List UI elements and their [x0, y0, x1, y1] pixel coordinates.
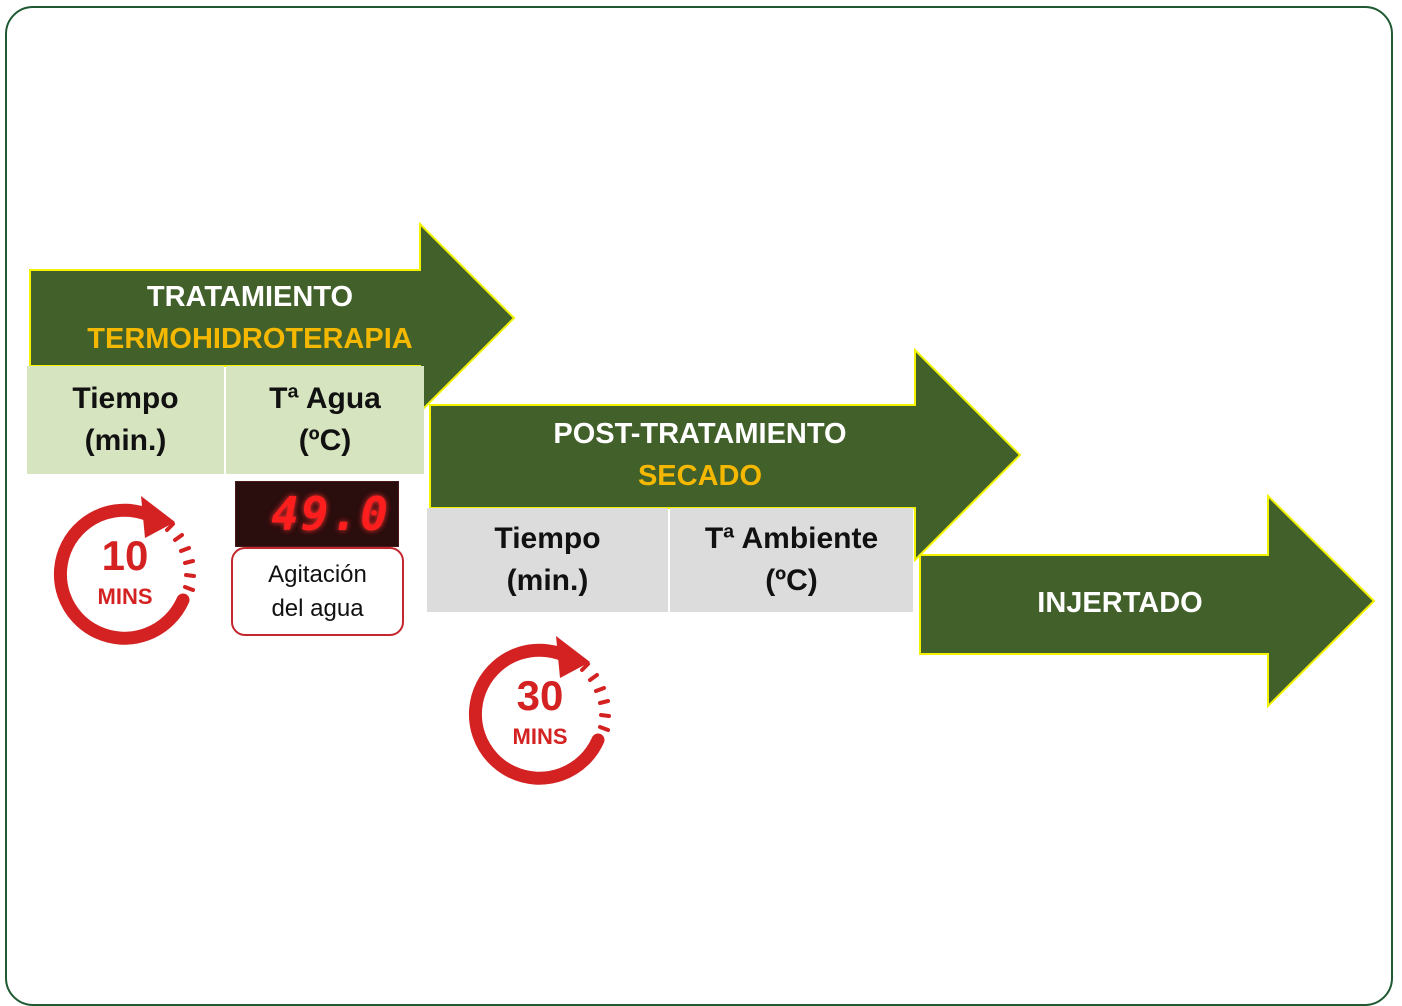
- stage2-subtitle: SECADO: [637, 460, 763, 492]
- stage2-time-unit: (min.): [506, 564, 589, 597]
- stage1-time-header: Tiempo (min.): [27, 366, 224, 474]
- timer-10-unit: MINS: [97, 584, 153, 609]
- temperature-display: 49.0: [235, 481, 399, 547]
- timer-30-icon: 30 MINS: [460, 628, 620, 788]
- stage2-time-header: Tiempo (min.): [427, 508, 668, 612]
- stage2-ambient-temp-header: Tª Ambiente (ºC): [670, 508, 913, 612]
- stage1-time-label: Tiempo: [72, 382, 179, 415]
- stage3-arrow: [919, 493, 1376, 709]
- stage2-ambient-temp-unit: (ºC): [765, 564, 818, 597]
- timer-10-icon: 10 MINS: [45, 488, 205, 648]
- timer-10-value: 10: [101, 532, 149, 579]
- stage1-label: TRATAMIENTO TERMOHIDROTERAPIA: [60, 276, 440, 360]
- process-arrows: [29, 221, 1376, 709]
- stage1-title: TRATAMIENTO: [146, 281, 354, 313]
- stage1-water-temp-label: Tª Agua: [269, 382, 381, 415]
- timer-30-value: 30: [516, 672, 564, 719]
- stage2-time-label: Tiempo: [494, 522, 601, 555]
- stage1-water-temp-unit: (ºC): [298, 424, 352, 457]
- note-line-1: Agitación: [268, 560, 367, 588]
- stage1-water-temp-header: Tª Agua (ºC): [226, 366, 424, 474]
- temperature-display-value: 49.0: [271, 487, 390, 541]
- stage2-label: POST-TRATAMIENTO SECADO: [480, 413, 920, 497]
- stage2-ambient-temp-label: Tª Ambiente: [704, 522, 879, 555]
- note-line-2: del agua: [271, 594, 364, 622]
- stage2-title: POST-TRATAMIENTO: [553, 418, 847, 450]
- stage1-time-unit: (min.): [84, 424, 167, 457]
- stage1-subtitle: TERMOHIDROTERAPIA: [87, 323, 413, 355]
- water-agitation-note: Agitación del agua: [231, 547, 404, 636]
- stage3-title: INJERTADO: [1037, 587, 1203, 619]
- timer-30-unit: MINS: [512, 724, 568, 749]
